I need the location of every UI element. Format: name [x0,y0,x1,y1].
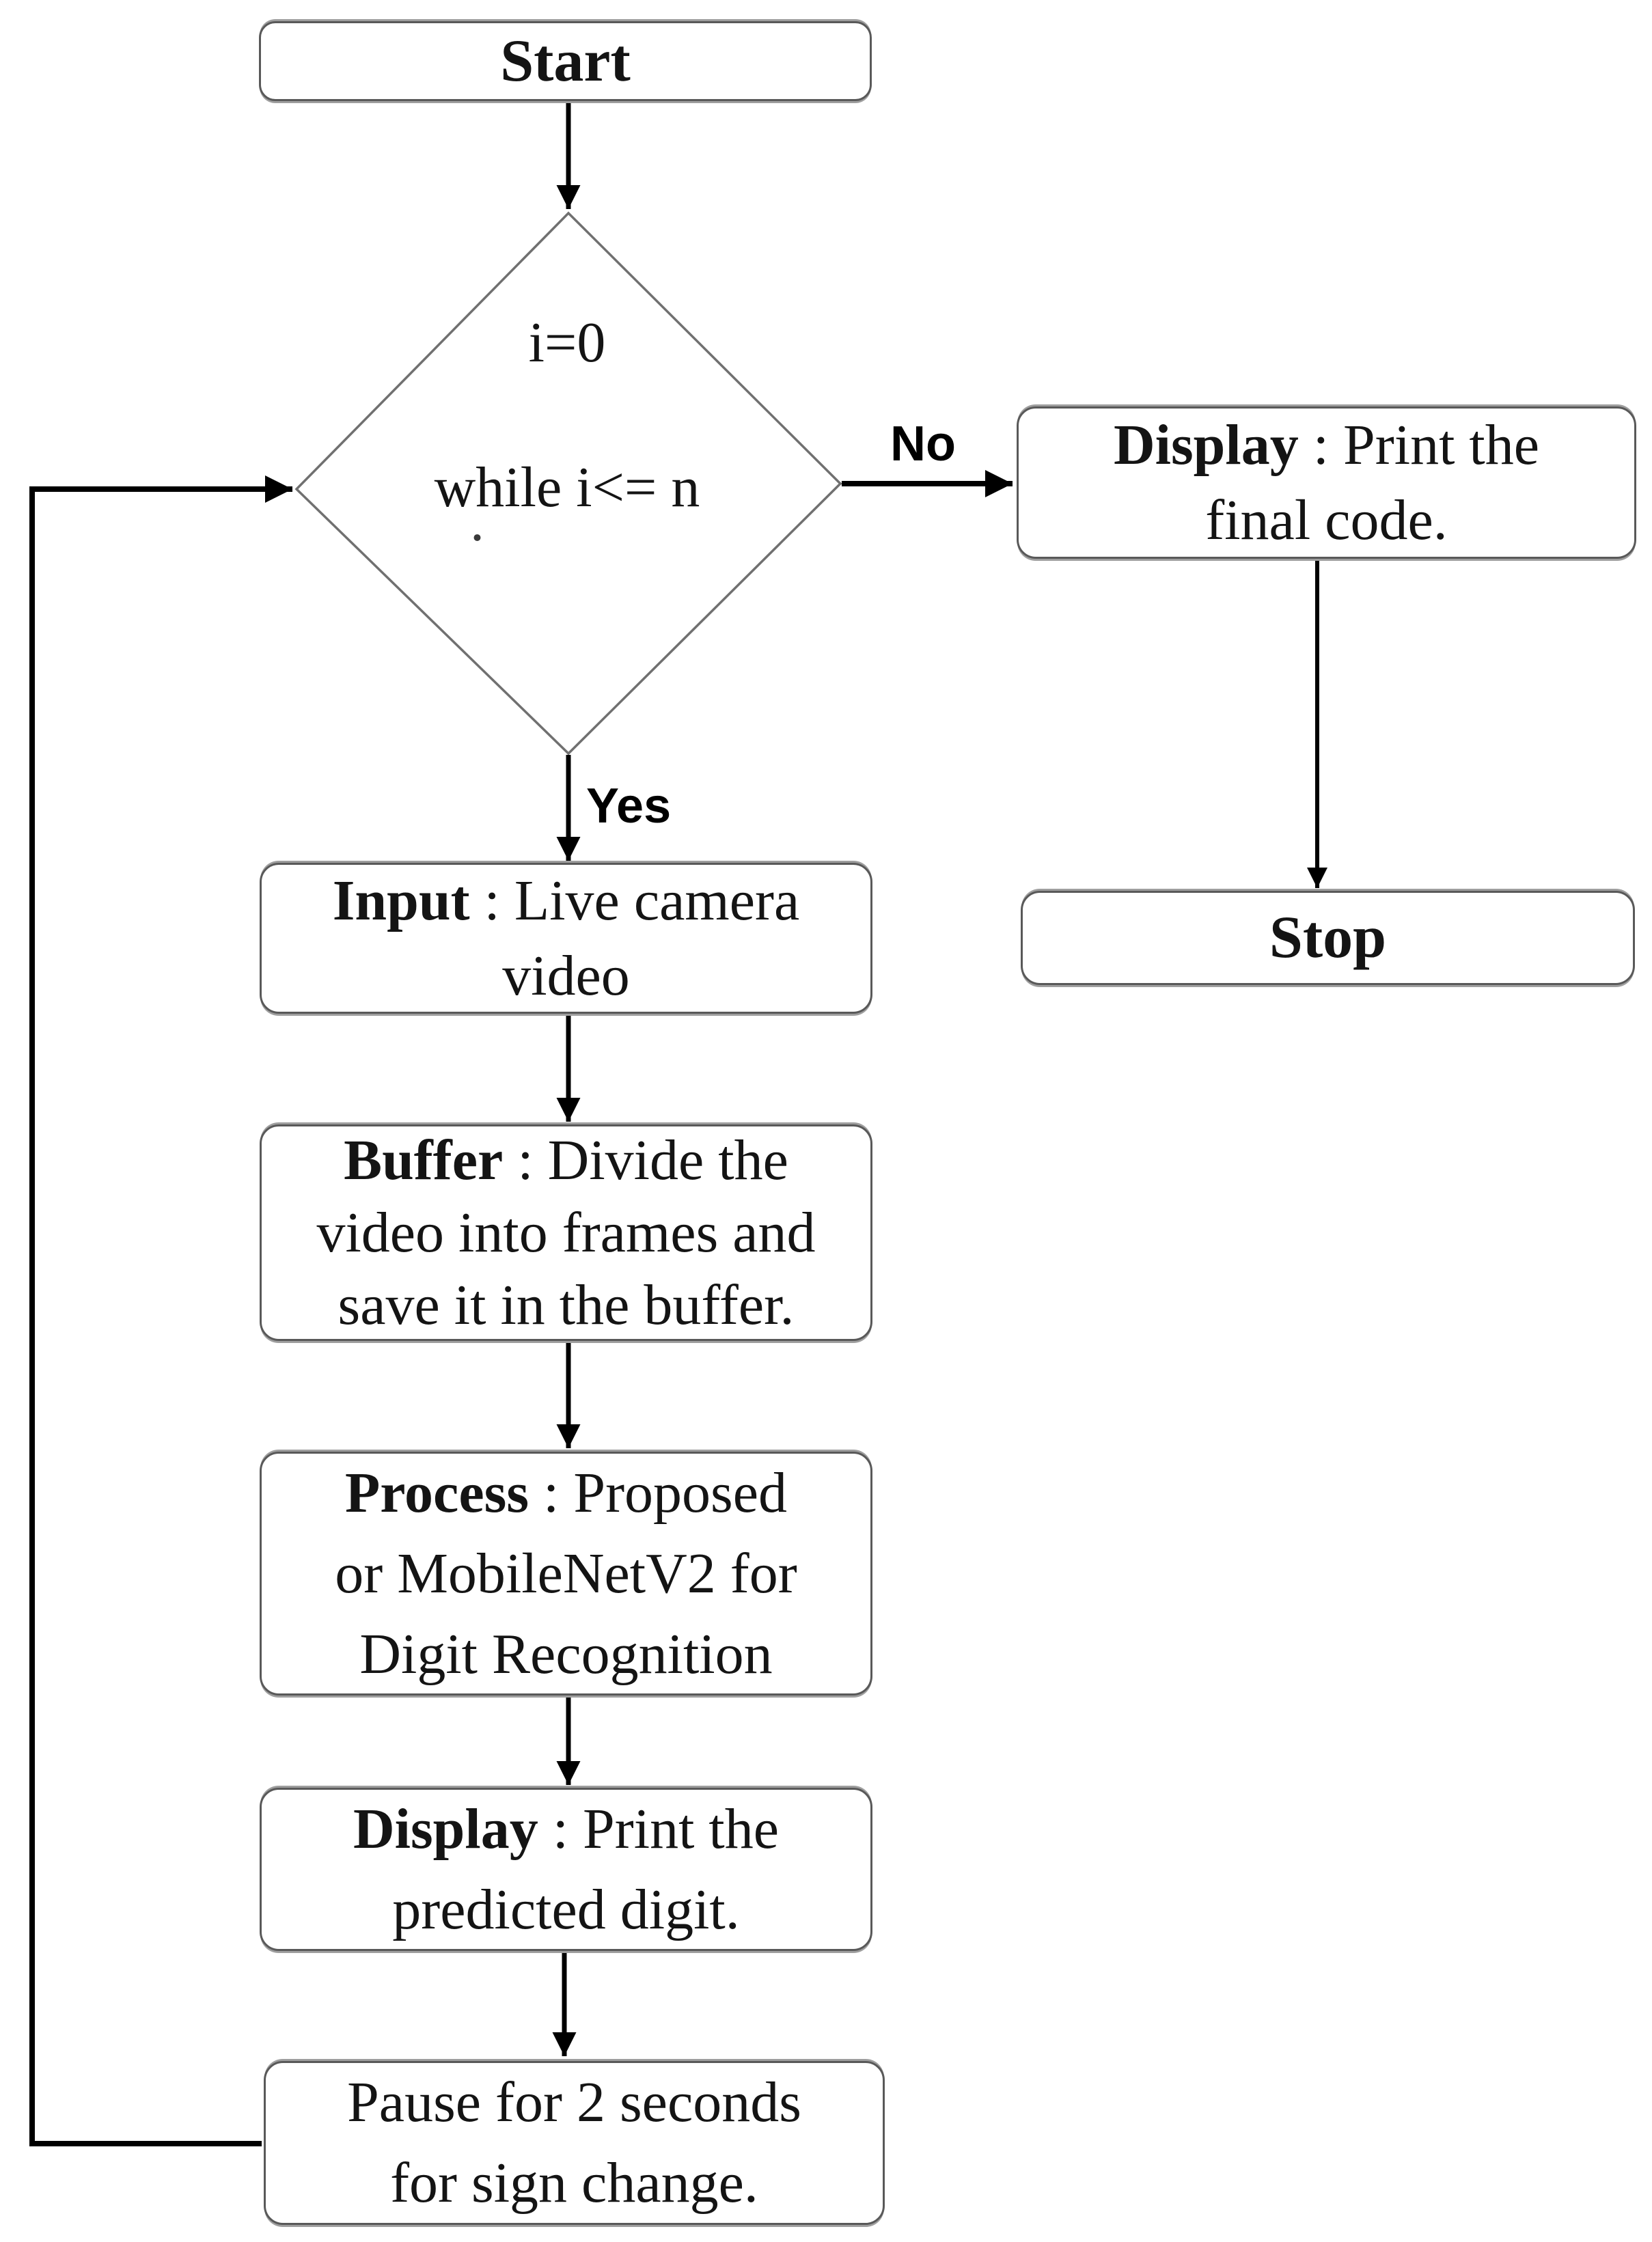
node-display-final-line2: final code. [1205,488,1448,552]
node-stop: Stop [1021,891,1635,985]
edge-label-no: No [890,417,956,471]
node-stop-label: Stop [1269,904,1387,971]
node-display-digit: Display : Print the predicted digit. [260,1788,872,1951]
node-process-line3: Digit Recognition [359,1622,773,1686]
node-input-rest: : Live camera [469,868,800,932]
node-pause-line2: for sign change. [390,2151,758,2215]
node-buffer-line2: video into frames and [316,1200,816,1264]
node-process-keyword: Process [344,1461,529,1525]
node-input-keyword: Input [332,868,470,932]
node-display-final-rest: : Print the [1298,413,1540,477]
node-buffer-line3: save it in the buffer. [338,1273,795,1337]
decision-condition-init: i=0 [528,311,606,374]
node-display-digit-line2: predicted digit. [392,1877,740,1941]
node-display-digit-keyword: Display [353,1797,538,1861]
decision-condition-while: while i<= n [434,456,700,519]
node-display-digit-rest: : Print the [538,1797,780,1861]
stray-dot-artifact: . [470,490,484,553]
node-buffer: Buffer : Divide the video into frames an… [260,1124,872,1341]
node-start: Start [259,21,872,101]
node-display-digit-line1: Display : Print the [353,1789,779,1870]
node-pause: Pause for 2 seconds for sign change. [264,2061,885,2225]
edge-label-yes: Yes [586,779,672,833]
node-display-final: Display : Print the final code. [1017,406,1636,559]
node-process-line1: Process : Proposed [345,1453,787,1534]
node-process: Process : Proposed or MobileNetV2 for Di… [260,1452,872,1696]
node-process-rest: : Proposed [529,1461,788,1525]
node-buffer-rest: : Divide the [503,1128,788,1192]
node-pause-line1: Pause for 2 seconds [347,2071,801,2134]
loop-pause-to-decision [29,475,292,2146]
node-buffer-keyword: Buffer [344,1128,504,1192]
node-input-line2: video [502,943,630,1008]
node-buffer-line1: Buffer : Divide the [344,1124,788,1197]
decision-diamond-shape [294,211,842,756]
node-display-final-keyword: Display [1113,413,1299,477]
node-start-label: Start [500,27,631,94]
node-input-line1: Input : Live camera [333,863,800,939]
node-display-final-line1: Display : Print the [1114,408,1539,483]
node-process-line2: or MobileNetV2 for [335,1541,797,1605]
node-input: Input : Live camera video [260,863,872,1014]
